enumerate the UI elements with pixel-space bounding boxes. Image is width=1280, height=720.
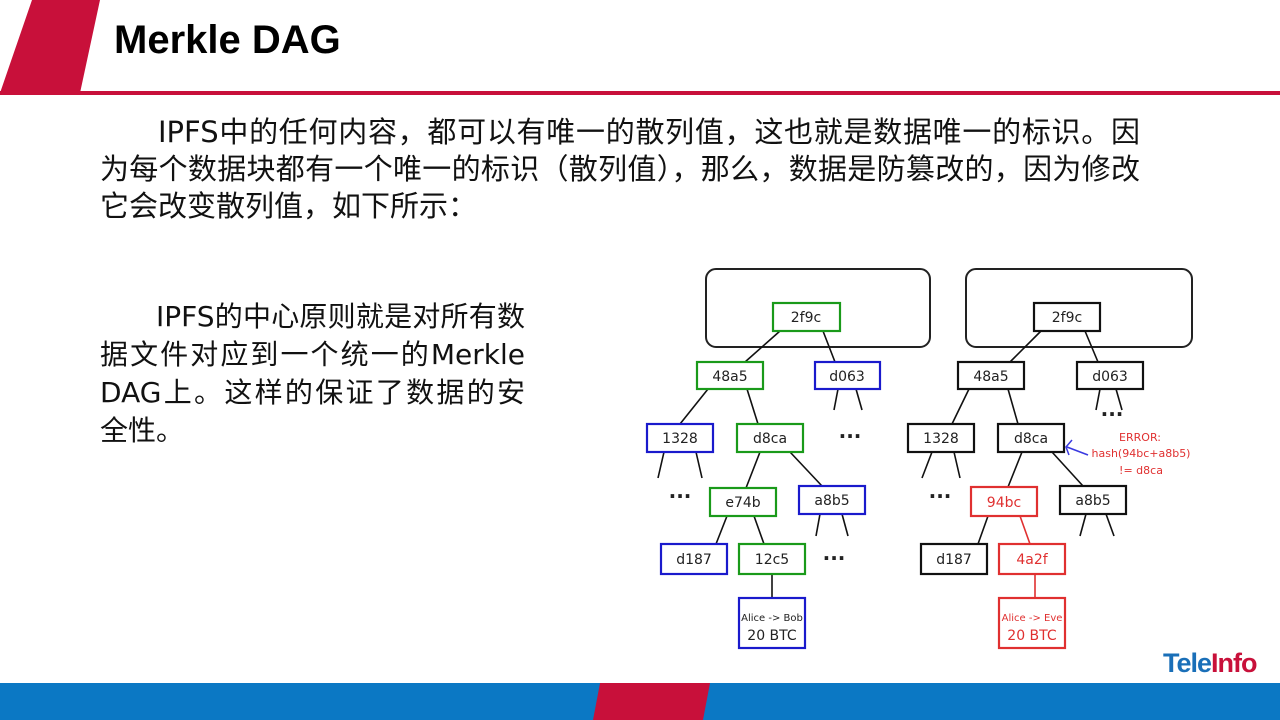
right-node-48a5 [956,360,1026,391]
right-label-48a5: 48a5 [973,369,1008,385]
right-leaf-line2: 20 BTC [1007,628,1057,644]
left-leaf-transaction [737,596,807,650]
left-node-1328 [645,422,715,454]
slide-title: Merkle DAG [114,18,341,62]
left-node-a8b5 [797,484,867,516]
teleinfo-logo: TeleInfo [1163,648,1258,678]
left-node-d8ca [735,422,805,454]
footer-accent [593,683,710,720]
error-arrow-icon [1065,439,1089,456]
right-label-1328: 1328 [923,431,959,447]
right-node-4a2f [997,542,1067,576]
left-label-12c5: 12c5 [755,552,789,568]
right-node-2f9c [1032,301,1102,333]
error-line-3: != d8ca [1119,464,1163,477]
right-ellipsis: ... [929,479,952,503]
left-leaf-line2: 20 BTC [747,628,797,644]
left-label-48a5: 48a5 [712,369,747,385]
left-label-1328: 1328 [662,431,698,447]
left-node-e74b [708,486,778,518]
left-label-d8ca: d8ca [753,431,787,447]
left-label-d187: d187 [676,552,712,568]
left-label-a8b5: a8b5 [814,493,849,509]
left-ellipsis: ... [823,541,846,565]
right-node-1328 [906,422,976,454]
error-line-2: hash(94bc+a8b5) [1092,447,1191,460]
left-node-2f9c [771,301,842,333]
left-label-e74b: e74b [725,495,760,511]
header-divider [0,91,1280,95]
right-label-94bc: 94bc [987,495,1021,511]
right-node-d063 [1075,360,1145,391]
principle-paragraph: IPFS的中心原则就是对所有数据文件对应到一个统一的Merkle DAG上。这样… [100,300,525,447]
right-label-a8b5: a8b5 [1075,493,1110,509]
right-label-2f9c: 2f9c [1052,310,1082,326]
right-label-d187: d187 [936,552,972,568]
right-node-d187 [919,542,989,576]
left-node-12c5 [737,542,807,576]
left-ellipsis: ... [839,419,862,443]
left-label-d063: d063 [829,369,865,385]
right-label-d8ca: d8ca [1014,431,1048,447]
left-label-2f9c: 2f9c [791,310,821,326]
right-root-container [965,268,1193,348]
right-leaf-line1: Alice -> Eve [1002,613,1063,624]
right-node-d8ca [996,422,1066,454]
left-node-d063 [813,360,882,391]
left-node-48a5 [695,360,765,391]
right-leaf-transaction [997,596,1067,650]
intro-paragraph: IPFS中的任何内容，都可以有唯一的散列值，这也就是数据唯一的标识。因为每个数据… [100,115,1140,223]
right-label-4a2f: 4a2f [1016,552,1048,568]
right-label-d063: d063 [1092,369,1128,385]
left-ellipsis: ... [669,479,692,503]
edges [657,330,1123,598]
left-leaf-line1: Alice -> Bob [741,613,803,624]
right-node-94bc [969,485,1039,518]
left-root-container [705,268,931,348]
error-line-1: ERROR: [1119,431,1161,444]
right-ellipsis: ... [1101,397,1124,421]
right-node-a8b5 [1058,484,1128,516]
left-node-d187 [659,542,729,576]
